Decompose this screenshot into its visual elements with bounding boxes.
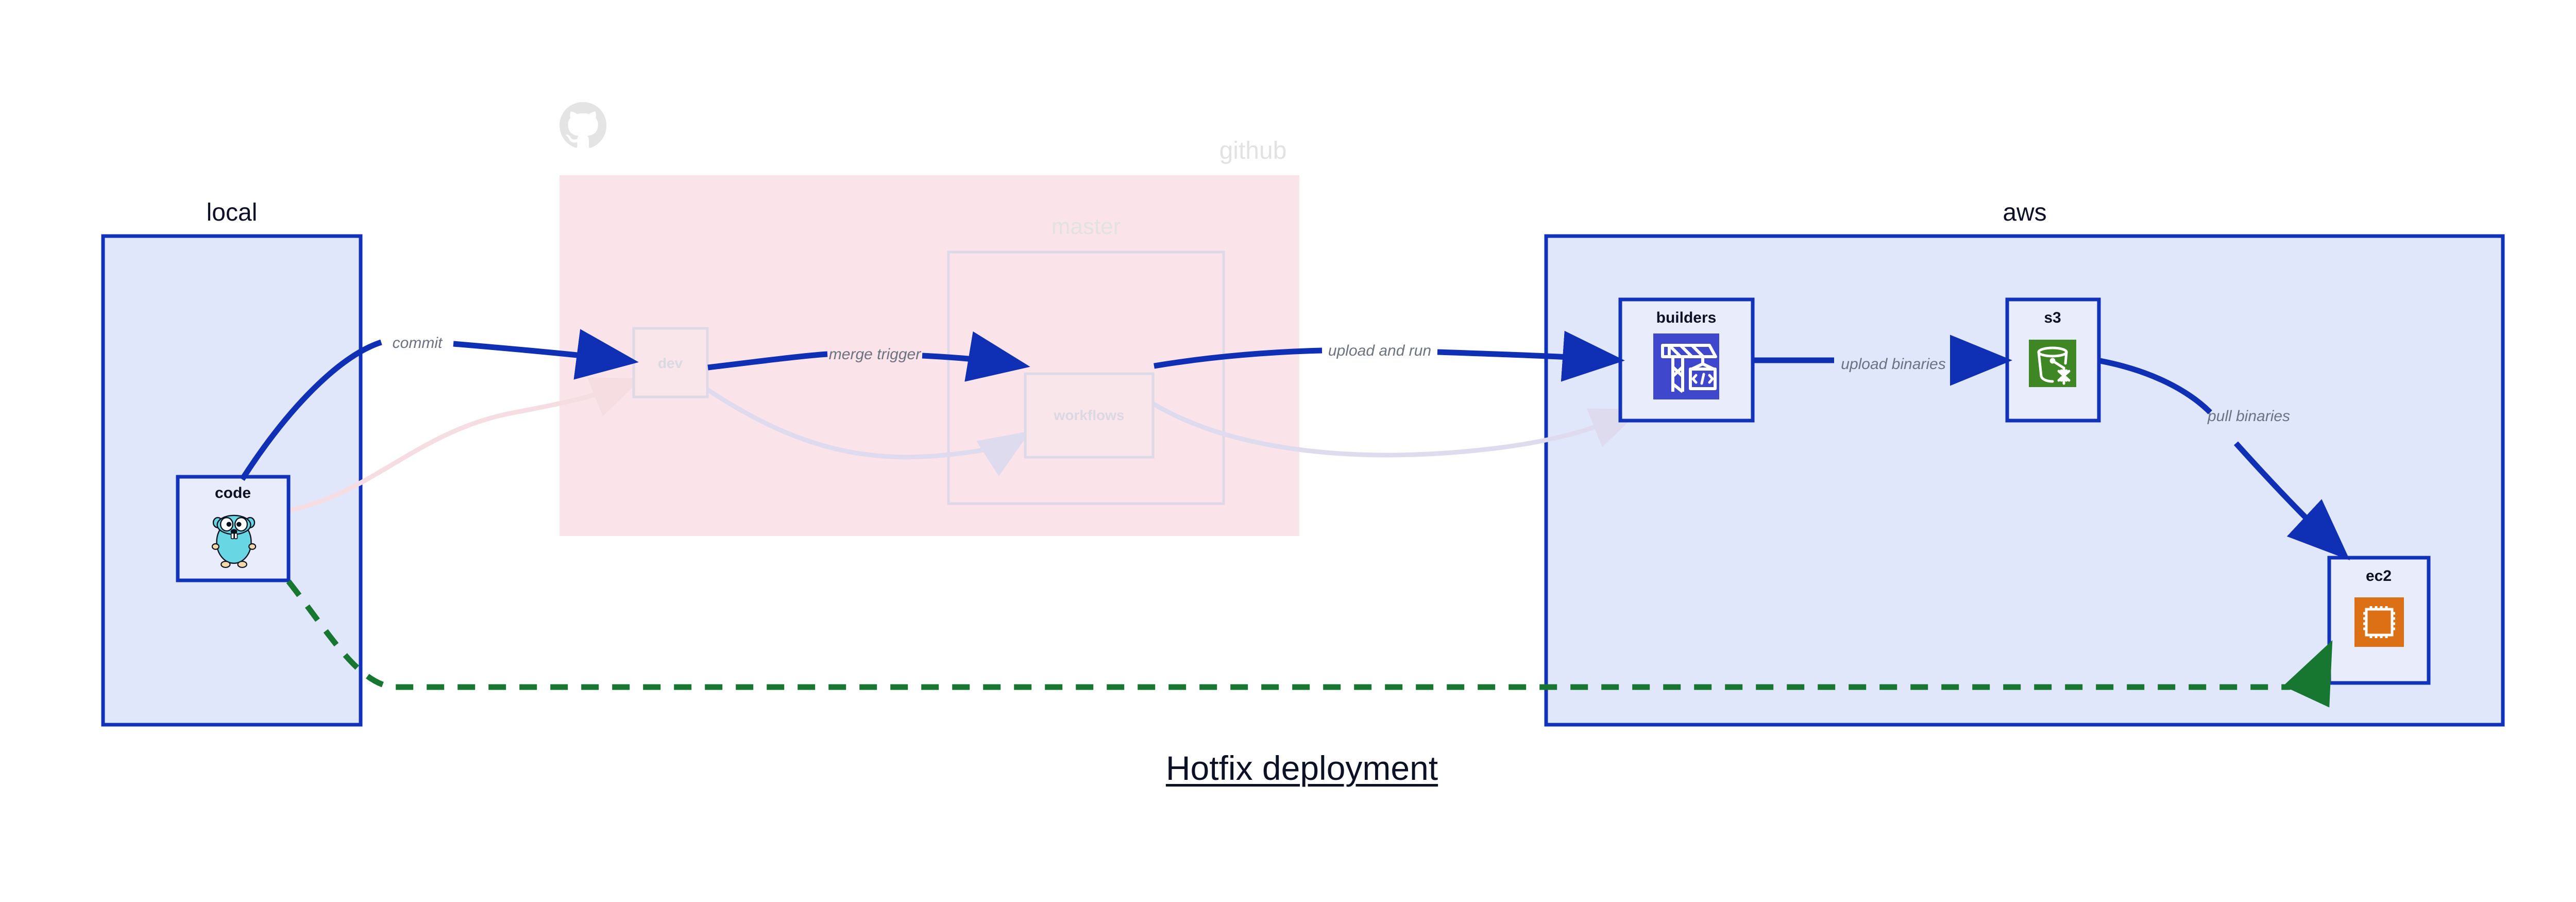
edge-workflows-to-builders-2 (1437, 330, 1625, 382)
edge-workflows-to-builders (1154, 347, 1323, 369)
group-label-aws: aws (2003, 199, 2047, 226)
edge-s3-to-ec2 (2099, 358, 2212, 414)
edge-faded-dev-to-workflows (705, 387, 1031, 476)
s3-bucket-icon (2029, 340, 2076, 387)
node-dev-box[interactable] (632, 327, 709, 398)
edge-label-upload-binaries: upload binaries (1841, 356, 1946, 373)
codebuild-crane-icon (1653, 333, 1719, 399)
edge-code-to-ec2-hotfix (286, 579, 2333, 708)
node-label-builders: builders (1656, 309, 1717, 326)
edge-label-pull-binaries: pull binaries (2207, 408, 2291, 425)
ec2-chip-icon (2354, 597, 2404, 647)
node-label-ec2: ec2 (2365, 567, 2392, 584)
edge-label-merge-trigger: merge trigger (828, 346, 921, 363)
edge-faded-workflows-to-builders (1150, 401, 1642, 458)
node-label-dev: dev (657, 355, 683, 371)
github-octocat-icon (560, 102, 607, 148)
group-label-github: github (1219, 137, 1287, 164)
edge-dev-to-workflows-2 (922, 331, 1030, 382)
edge-label-commit: commit (392, 335, 443, 352)
node-label-code: code (214, 485, 251, 502)
node-label-workflows: workflows (1054, 407, 1125, 423)
edge-s3-to-ec2-2 (2233, 441, 2350, 561)
edge-code-to-dev-2 (453, 329, 639, 380)
edge-code-to-dev (240, 339, 382, 481)
edge-label-upload-and-run: upload and run (1328, 342, 1432, 359)
diagram-title: Hotfix deployment (1165, 749, 1438, 787)
go-gopher-icon (211, 514, 257, 568)
node-workflows-box[interactable] (1024, 372, 1155, 459)
edge-dev-to-workflows (707, 351, 828, 371)
node-label-s3: s3 (2044, 309, 2061, 326)
group-label-local: local (206, 199, 258, 226)
group-label-master: master (1051, 214, 1121, 239)
group-master (947, 250, 1225, 505)
edge-faded-code-to-dev (240, 377, 642, 518)
